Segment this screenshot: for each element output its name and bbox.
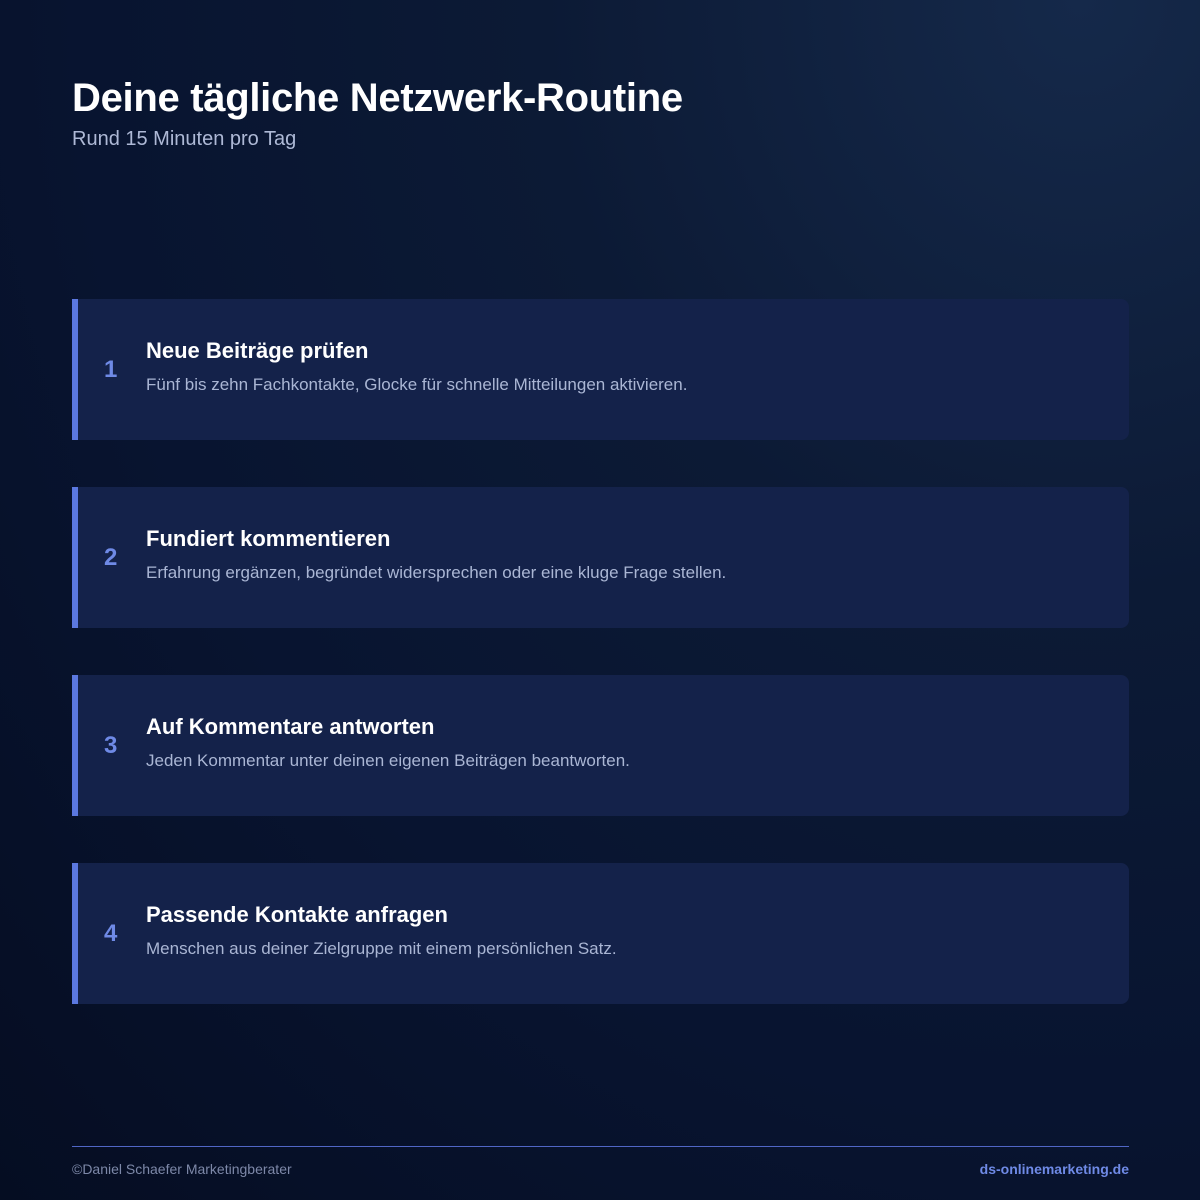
step-card-3: 3 Auf Kommentare antworten Jeden Komment…	[72, 675, 1129, 816]
footer-copyright: ©Daniel Schaefer Marketingberater	[72, 1161, 292, 1177]
step-title: Neue Beiträge prüfen	[146, 338, 369, 363]
step-card-1: 1 Neue Beiträge prüfen Fünf bis zehn Fac…	[72, 299, 1129, 440]
step-card-2: 2 Fundiert kommentieren Erfahrung ergänz…	[72, 487, 1129, 628]
steps-list: 1 Neue Beiträge prüfen Fünf bis zehn Fac…	[72, 299, 1129, 1051]
footer-website-link[interactable]: ds-onlinemarketing.de	[979, 1161, 1129, 1177]
step-description: Erfahrung ergänzen, begründet widersprec…	[146, 563, 727, 582]
footer-divider	[72, 1146, 1129, 1147]
step-description: Jeden Kommentar unter deinen eigenen Bei…	[146, 751, 630, 770]
step-card-4: 4 Passende Kontakte anfragen Menschen au…	[72, 863, 1129, 1004]
step-title: Auf Kommentare antworten	[146, 714, 435, 739]
step-number: 1	[104, 356, 118, 383]
step-number: 4	[104, 920, 118, 947]
step-title: Passende Kontakte anfragen	[146, 902, 448, 927]
step-description: Fünf bis zehn Fachkontakte, Glocke für s…	[146, 375, 688, 394]
step-number: 3	[104, 732, 118, 759]
step-title: Fundiert kommentieren	[146, 526, 391, 551]
step-number: 2	[104, 544, 118, 571]
page-subtitle: Rund 15 Minuten pro Tag	[72, 128, 297, 150]
page-title: Deine tägliche Netzwerk-Routine	[72, 76, 683, 120]
step-description: Menschen aus deiner Zielgruppe mit einem…	[146, 939, 617, 958]
